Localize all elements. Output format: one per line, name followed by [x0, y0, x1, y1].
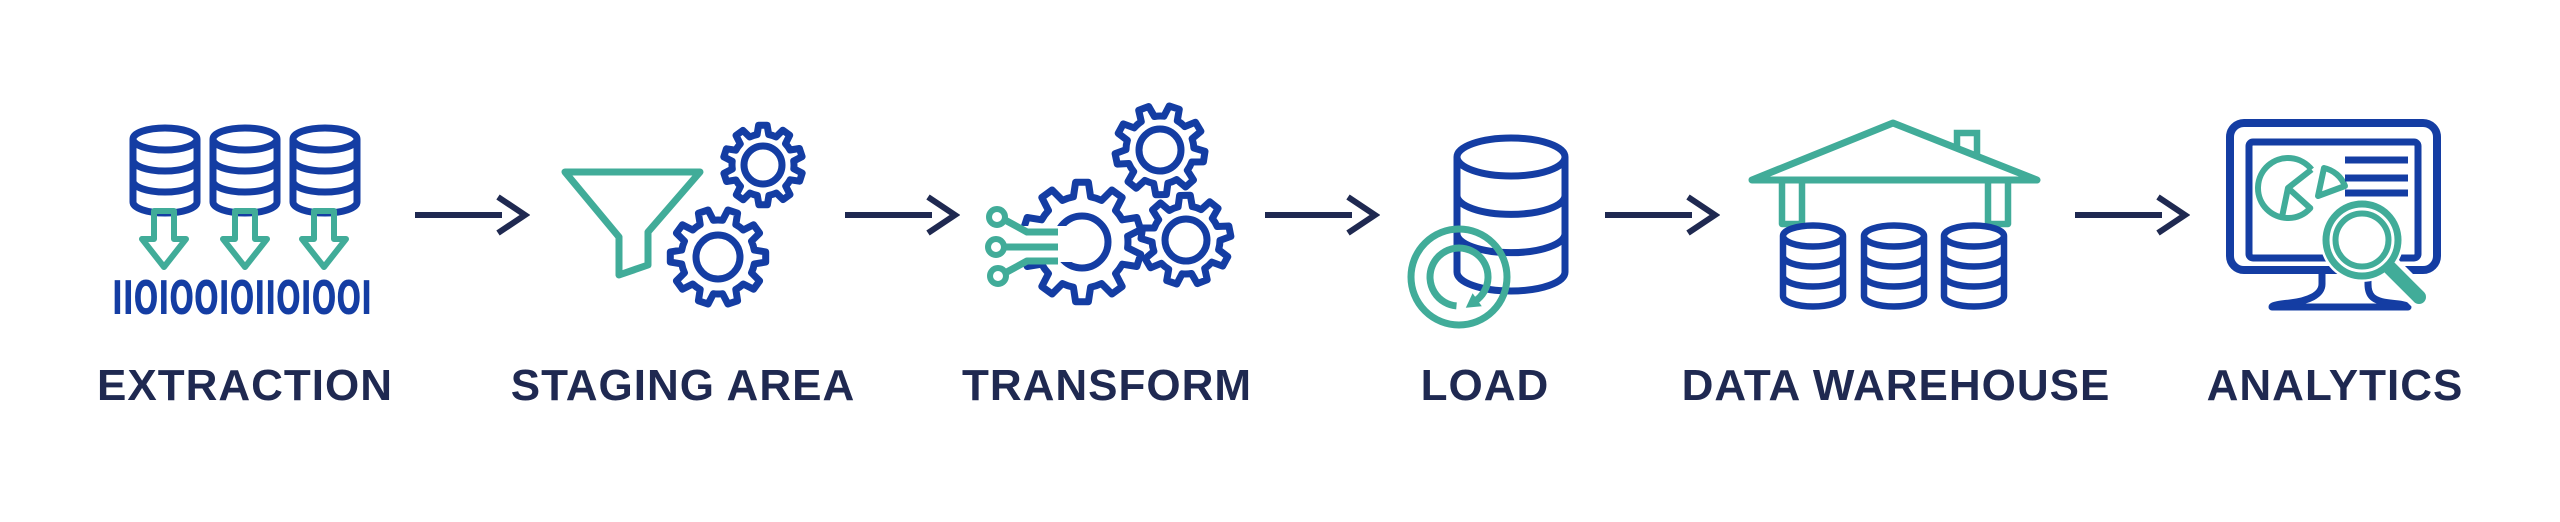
- pillar-icon: [1984, 181, 2012, 228]
- pillar-icon: [1778, 181, 1806, 228]
- stage-label-analytics: ANALYTICS: [2206, 361, 2464, 410]
- circuit-lines-icon: [985, 206, 1058, 287]
- databases-download-binary-icon: IIOIOOIOIIOIOOI: [112, 124, 372, 325]
- gear-icon: [1137, 191, 1235, 288]
- gear-icon: [720, 121, 806, 209]
- binary-data-text: IIOIOOIOIIOIOOI: [112, 271, 372, 325]
- stage-label-data-warehouse: DATA WAREHOUSE: [1681, 361, 2111, 410]
- arrow-right-icon: [1605, 194, 1720, 236]
- chimney-icon: [1953, 129, 1981, 157]
- circuit-gears-icon: [985, 102, 1235, 306]
- warehouse-databases-icon: [1748, 119, 2041, 310]
- stage-label-load: LOAD: [1420, 361, 1550, 410]
- arrow-right-icon: [415, 194, 530, 236]
- monitor-stand-icon: [2268, 270, 2412, 311]
- pie-chart-icon: [2255, 155, 2348, 221]
- database-cylinder-icon: [1453, 134, 1569, 295]
- arrow-right-icon: [1265, 194, 1380, 236]
- download-arrows-icon: [139, 208, 349, 270]
- arrow-right-icon: [2075, 194, 2190, 236]
- database-cylinders-icon: [1779, 222, 2008, 310]
- magnifier-icon: [2320, 198, 2433, 311]
- roof-icon: [1748, 119, 2041, 184]
- database-cylinders-icon: [129, 124, 361, 217]
- database-refresh-icon: [1407, 134, 1569, 329]
- funnel-icon: [561, 168, 704, 279]
- gear-icon: [666, 206, 770, 308]
- monitor-piechart-magnifier-icon: [2226, 119, 2441, 311]
- stage-label-extraction: EXTRACTION: [97, 361, 393, 410]
- arrow-right-icon: [845, 194, 960, 236]
- refresh-icon: [1407, 225, 1511, 329]
- gear-icon: [1111, 102, 1209, 199]
- stage-label-transform: TRANSFORM: [961, 361, 1253, 410]
- stage-label-staging-area: STAGING AREA: [510, 361, 856, 410]
- text-lines-icon: [2345, 156, 2408, 197]
- funnel-gears-icon: [561, 121, 806, 308]
